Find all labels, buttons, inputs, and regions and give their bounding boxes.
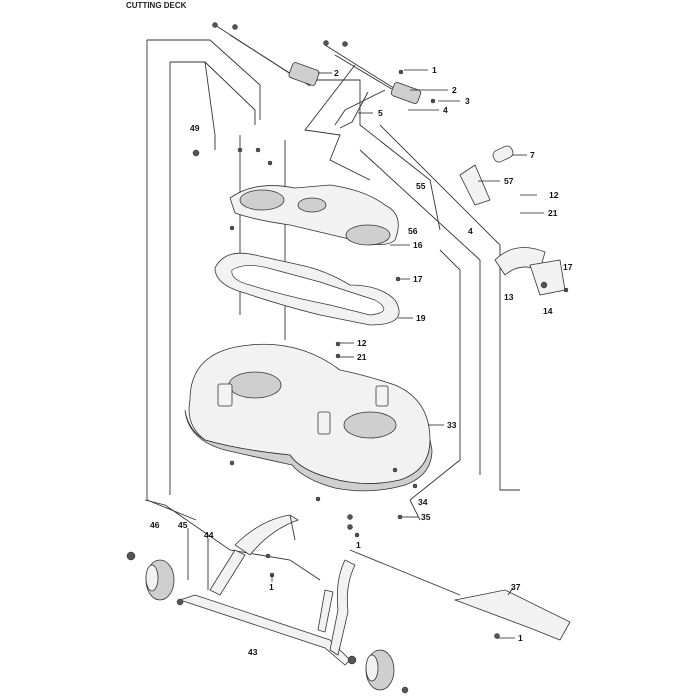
callout-label: 49 [190, 123, 200, 133]
callout-label: 55 [416, 181, 426, 191]
callout-label: 2 [334, 68, 339, 78]
discharge-chute [453, 589, 571, 641]
cutting-deck-housing [184, 343, 433, 492]
callout-label: 14 [543, 306, 553, 316]
callout-label: 19 [416, 313, 426, 323]
lift-linkage [212, 22, 514, 206]
callout-label: 33 [447, 420, 457, 430]
gauge-wheels [126, 528, 409, 694]
callout-label: 13 [504, 292, 514, 302]
callout-label: 17 [413, 274, 423, 284]
leader-lines [271, 69, 544, 639]
belt-guide-plate [214, 252, 400, 326]
diagram-title: CUTTING DECK [126, 1, 187, 10]
deck-support-frame [178, 514, 356, 666]
callout-label: 12 [549, 190, 559, 200]
callout-label: 16 [413, 240, 423, 250]
callout-label: 4 [443, 105, 448, 115]
callout-label: 45 [178, 520, 188, 530]
callout-label: 37 [511, 582, 521, 592]
callout-label: 21 [548, 208, 558, 218]
callout-label: 57 [504, 176, 514, 186]
callout-label: 3 [465, 96, 470, 106]
frame-lines [144, 39, 520, 596]
callout-label: 21 [357, 352, 367, 362]
callout-label: 44 [204, 530, 214, 540]
callout-label: 34 [418, 497, 428, 507]
callout-label: 17 [563, 262, 573, 272]
callout-label: 1 [269, 582, 274, 592]
deck-fasteners [229, 147, 418, 538]
callout-label: 1 [432, 65, 437, 75]
callout-label: 56 [408, 226, 418, 236]
height-adjust-quadrant [494, 247, 569, 296]
callout-label: 1 [356, 540, 361, 550]
callout-label: 1 [518, 633, 523, 643]
callout-label: 5 [378, 108, 383, 118]
callout-label: 4 [468, 226, 473, 236]
callout-label: 35 [421, 512, 431, 522]
callout-label: 43 [248, 647, 258, 657]
callout-label: 12 [357, 338, 367, 348]
callout-label: 7 [530, 150, 535, 160]
callout-label: 2 [452, 85, 457, 95]
callout-labels: 1 2 2 3 4 5 7 49 55 57 56 4 12 21 16 17 … [150, 65, 573, 657]
callout-label: 46 [150, 520, 160, 530]
belt-cover [192, 149, 399, 246]
